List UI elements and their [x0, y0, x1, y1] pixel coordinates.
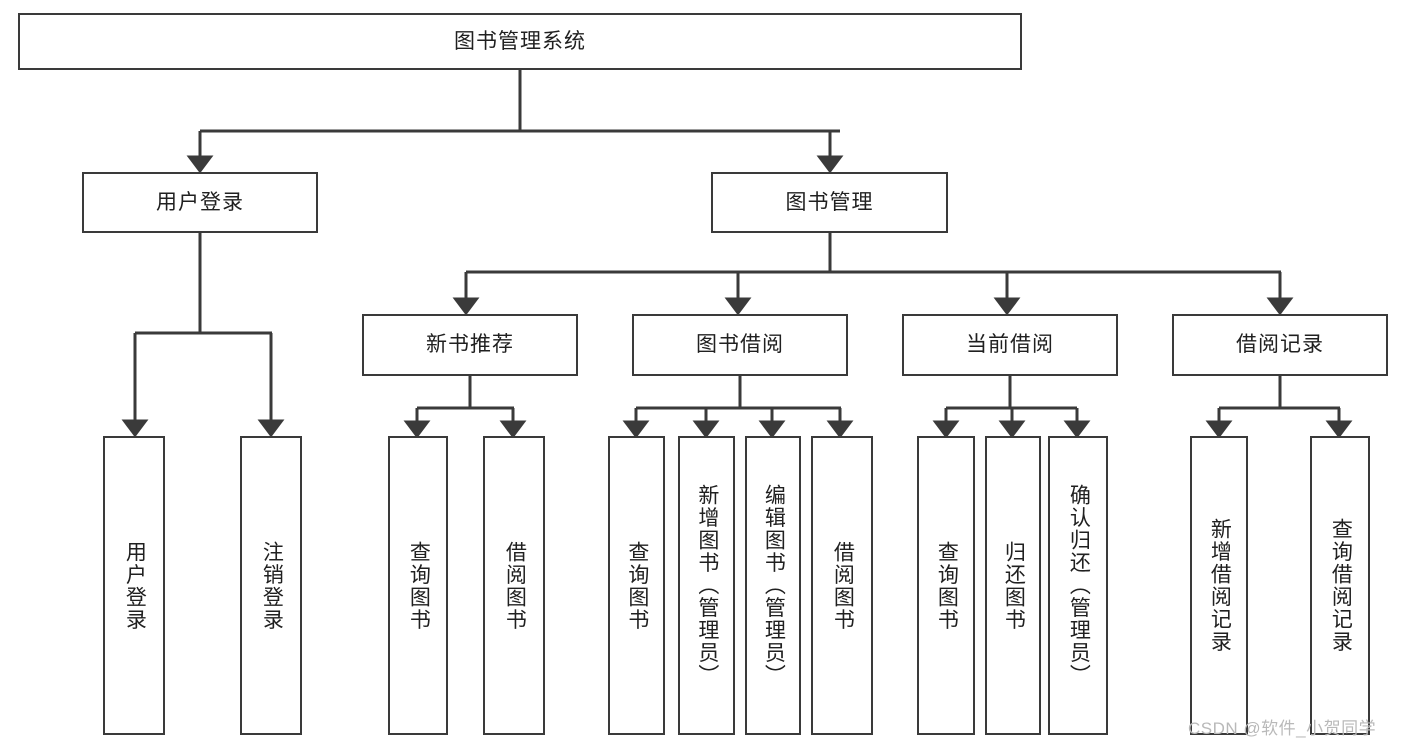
node-new-book-recommend-label: 新书推荐	[426, 333, 514, 357]
node-leaf-borrow-book-2-label: 借阅图书	[831, 540, 855, 631]
node-leaf-query-book-1-label: 查询图书	[407, 540, 431, 631]
node-user-login[interactable]: 用户登录	[82, 172, 318, 233]
node-book-manage[interactable]: 图书管理	[711, 172, 948, 233]
node-leaf-query-book-2-label: 查询图书	[625, 540, 649, 631]
node-leaf-edit-book-admin[interactable]: 编辑图书（管理员）	[745, 436, 801, 735]
node-leaf-return-book[interactable]: 归还图书	[985, 436, 1041, 735]
node-leaf-borrow-book-2[interactable]: 借阅图书	[811, 436, 873, 735]
node-leaf-query-book-3-label: 查询图书	[935, 540, 959, 631]
node-leaf-query-book-2[interactable]: 查询图书	[608, 436, 665, 735]
node-root-label: 图书管理系统	[454, 29, 586, 53]
node-leaf-add-borrow-record[interactable]: 新增借阅记录	[1190, 436, 1248, 735]
node-borrow-record-label: 借阅记录	[1236, 333, 1324, 357]
node-leaf-add-book-admin-label: 新增图书（管理员）	[695, 484, 719, 687]
node-leaf-query-book-1[interactable]: 查询图书	[388, 436, 448, 735]
node-leaf-edit-book-admin-label: 编辑图书（管理员）	[762, 484, 786, 687]
node-current-borrow[interactable]: 当前借阅	[902, 314, 1118, 376]
node-leaf-add-book-admin[interactable]: 新增图书（管理员）	[678, 436, 735, 735]
node-new-book-recommend[interactable]: 新书推荐	[362, 314, 578, 376]
node-current-borrow-label: 当前借阅	[966, 333, 1054, 357]
node-leaf-query-borrow-record[interactable]: 查询借阅记录	[1310, 436, 1370, 735]
node-book-borrow-label: 图书借阅	[696, 333, 784, 357]
node-leaf-user-login[interactable]: 用户登录	[103, 436, 165, 735]
node-book-borrow[interactable]: 图书借阅	[632, 314, 848, 376]
node-leaf-query-borrow-record-label: 查询借阅记录	[1329, 518, 1353, 653]
csdn-watermark: CSDN @软件_小贺同学	[1188, 719, 1377, 738]
node-leaf-user-logout-label: 注销登录	[260, 540, 284, 631]
node-leaf-borrow-book-1-label: 借阅图书	[503, 540, 527, 631]
node-root[interactable]: 图书管理系统	[18, 13, 1022, 70]
node-book-manage-label: 图书管理	[785, 190, 874, 214]
node-leaf-user-logout[interactable]: 注销登录	[240, 436, 302, 735]
node-leaf-query-book-3[interactable]: 查询图书	[917, 436, 975, 735]
node-leaf-user-login-label: 用户登录	[123, 540, 147, 631]
node-leaf-return-book-label: 归还图书	[1002, 540, 1026, 631]
node-borrow-record[interactable]: 借阅记录	[1172, 314, 1388, 376]
node-leaf-confirm-return-admin[interactable]: 确认归还（管理员）	[1048, 436, 1108, 735]
node-user-login-label: 用户登录	[156, 190, 244, 214]
node-leaf-add-borrow-record-label: 新增借阅记录	[1208, 518, 1232, 653]
node-leaf-borrow-book-1[interactable]: 借阅图书	[483, 436, 545, 735]
node-leaf-confirm-return-admin-label: 确认归还（管理员）	[1067, 484, 1091, 687]
